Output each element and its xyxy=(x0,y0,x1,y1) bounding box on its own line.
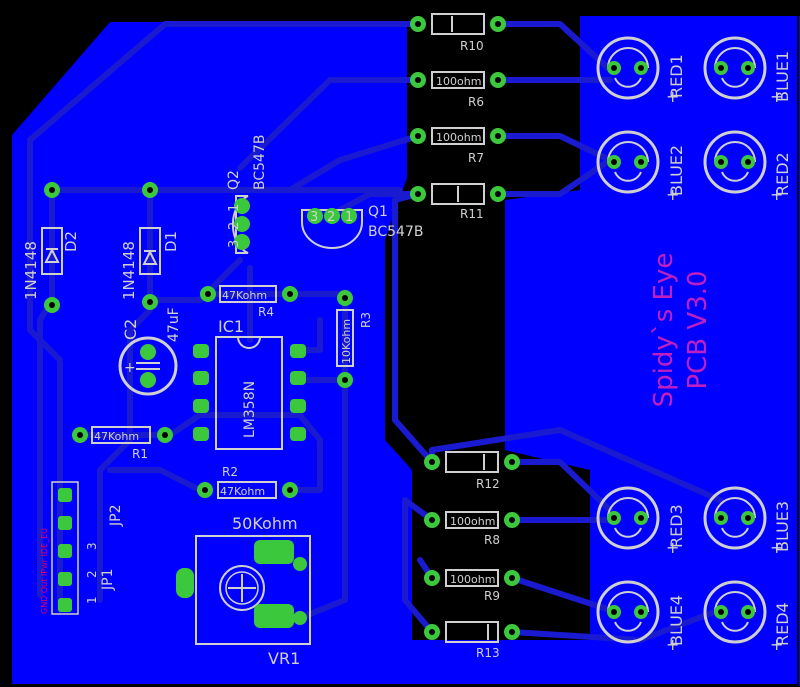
resistor-r3-value: 10Kohm xyxy=(340,319,353,364)
resistor-r12-name: R12 xyxy=(476,477,500,491)
resistor-r10: R10 xyxy=(410,13,506,53)
transistor-q2-pin1: 1 xyxy=(227,204,242,212)
led-blue4-plus: + xyxy=(666,635,679,654)
resistor-r11: R11 xyxy=(410,183,506,221)
capacitor-c2-name: C2 xyxy=(121,319,140,340)
transistor-q2-name: Q2 xyxy=(226,170,242,190)
jumper-jp1-pin1: 1 xyxy=(85,596,99,604)
resistor-r9-name: R9 xyxy=(484,589,500,603)
jumper-jp1-name: JP1 xyxy=(100,569,116,591)
resistor-r8-value: 100ohm xyxy=(450,515,495,528)
potentiometer-vr1-name: VR1 xyxy=(268,649,300,668)
transistor-q2-part: BC547B xyxy=(252,135,268,190)
led-red3: + RED3 xyxy=(596,486,686,557)
led-blue3-plus: + xyxy=(770,538,783,557)
led-blue1-plus: + xyxy=(770,87,783,106)
potentiometer-vr1-value: 50Kohm xyxy=(232,514,298,533)
resistor-r8: 100ohm R8 xyxy=(424,511,520,547)
transistor-q2: 1 2 3 Q2 BC547B xyxy=(226,135,268,254)
transistor-q1-part: BC547B xyxy=(368,224,423,240)
ic1-lm358n: IC1 LM358N xyxy=(193,317,306,450)
led-red4: + RED4 xyxy=(703,580,792,654)
board-title: Spidy`s Eye PCB V3.0 xyxy=(649,253,713,408)
resistor-r13-name: R13 xyxy=(476,646,500,660)
resistor-r9-value: 100ohm xyxy=(450,573,495,586)
diode-d2: 1N4148 D2 xyxy=(22,182,80,313)
jumper-jp1-jp2: GND Out IPwr IDE_EU 1 2 3 JP1 JP2 xyxy=(40,481,124,615)
resistor-r4-name: R4 xyxy=(258,305,274,319)
resistor-r10-name: R10 xyxy=(460,39,484,53)
jumper-jp2-name: JP2 xyxy=(108,505,124,527)
led-red1-plus: + xyxy=(666,87,679,106)
transistor-q2-pin2: 2 xyxy=(227,222,242,230)
resistor-r4-value: 47Kohm xyxy=(222,289,267,302)
led-blue2-label: BLUE2 xyxy=(667,145,686,196)
diode-d1: 1N4148 D1 xyxy=(120,182,180,310)
ic1-name: IC1 xyxy=(218,317,244,336)
resistor-r2-name: R2 xyxy=(222,465,238,479)
board-title-line2: PCB V3.0 xyxy=(683,270,713,389)
led-blue2-plus: + xyxy=(666,185,679,204)
led-blue4-label: BLUE4 xyxy=(667,595,686,646)
led-blue2: + BLUE2 xyxy=(596,130,686,204)
resistor-r12: R12 xyxy=(424,451,520,491)
resistor-r3: 10Kohm R3 xyxy=(336,290,373,388)
resistor-r1-value: 47Kohm xyxy=(94,430,139,443)
resistor-r1: 47Kohm R1 xyxy=(72,426,173,461)
resistor-r1-name: R1 xyxy=(132,447,148,461)
potentiometer-vr1: 50Kohm VR1 xyxy=(176,514,311,668)
led-red3-plus: + xyxy=(666,538,679,557)
jumper-jp1-pin2: 2 xyxy=(85,570,99,578)
transistor-q1-pin2: 2 xyxy=(327,210,335,225)
diode-d1-name: D1 xyxy=(162,231,180,252)
jumper-signal-label: GND Out IPwr IDE_EU xyxy=(40,528,49,614)
resistor-r2-value: 47Kohm xyxy=(220,485,265,498)
resistor-r3-name: R3 xyxy=(359,312,373,328)
led-red4-plus: + xyxy=(770,635,783,654)
diode-d1-part: 1N4148 xyxy=(120,241,138,300)
transistor-q1-pin3: 3 xyxy=(310,210,318,225)
resistor-r7-name: R7 xyxy=(468,151,484,165)
resistor-r7-value: 100ohm xyxy=(436,131,481,144)
led-blue3-label: BLUE3 xyxy=(773,501,792,552)
resistor-r6: 100ohm R6 xyxy=(410,71,506,109)
resistor-r4: 47Kohm R4 xyxy=(200,285,298,319)
led-red4-label: RED4 xyxy=(773,602,792,646)
board-title-line1: Spidy`s Eye xyxy=(649,253,679,408)
transistor-q1: 3 2 1 Q1 BC547B xyxy=(301,204,423,249)
led-blue4: + BLUE4 xyxy=(596,580,686,654)
capacitor-c2-value: 47uF xyxy=(166,307,182,342)
led-red1-label: RED1 xyxy=(667,54,686,98)
transistor-q1-name: Q1 xyxy=(368,204,388,220)
resistor-r6-name: R6 xyxy=(468,95,484,109)
led-red2: + RED2 xyxy=(703,130,792,204)
resistor-r9: 100ohm R9 xyxy=(424,569,520,603)
ic1-part: LM358N xyxy=(242,381,258,438)
resistor-r11-name: R11 xyxy=(460,207,484,221)
led-blue1: + BLUE1 xyxy=(703,36,792,106)
led-red2-label: RED2 xyxy=(773,152,792,196)
diode-d2-name: D2 xyxy=(62,231,80,252)
diode-d2-part: 1N4148 xyxy=(22,241,40,300)
led-blue3: + BLUE3 xyxy=(703,486,792,557)
capacitor-c2: + C2 47uF xyxy=(118,307,182,396)
transistor-q2-pin3: 3 xyxy=(227,240,242,248)
led-red1: + RED1 xyxy=(596,36,686,106)
resistor-r6-value: 100ohm xyxy=(436,75,481,88)
resistor-r2: 47Kohm R2 xyxy=(197,465,298,499)
transistor-q1-pin1: 1 xyxy=(345,210,353,225)
led-red2-plus: + xyxy=(770,185,783,204)
resistor-r13: R13 xyxy=(424,621,520,660)
led-red3-label: RED3 xyxy=(667,504,686,548)
capacitor-c2-plus: + xyxy=(124,360,136,376)
resistor-r7: 100ohm R7 xyxy=(410,127,506,165)
led-blue1-label: BLUE1 xyxy=(773,51,792,102)
jumper-jp2-pin3: 3 xyxy=(85,542,99,550)
resistor-r8-name: R8 xyxy=(484,533,500,547)
